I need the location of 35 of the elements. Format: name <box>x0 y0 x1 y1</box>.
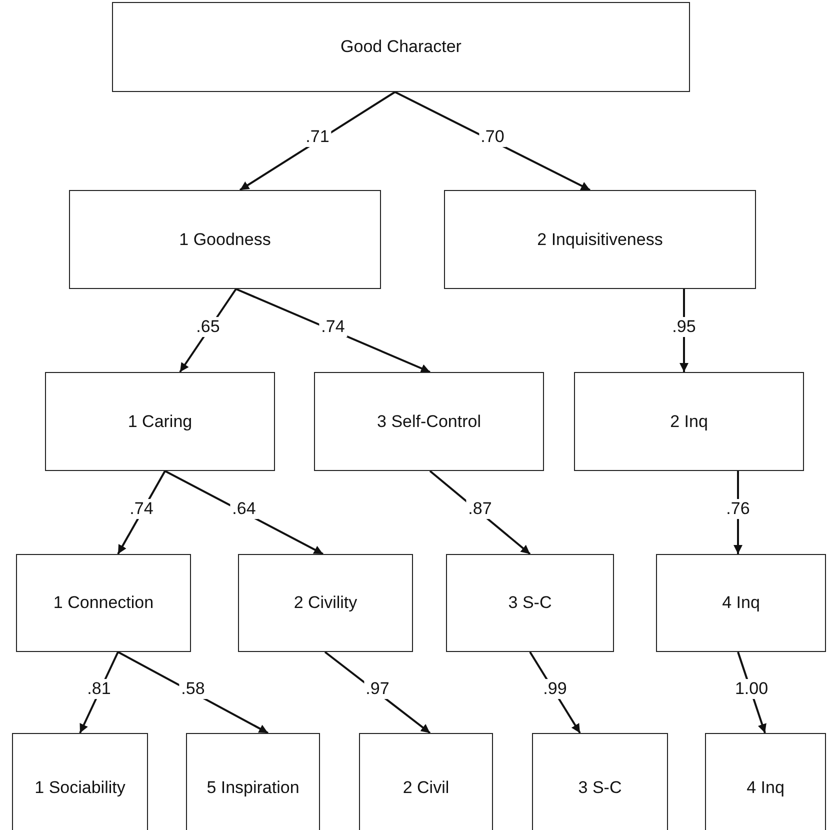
factor-box <box>574 372 804 471</box>
factor-name: 3 S-C <box>578 778 622 798</box>
factor-name: 2 Civil <box>402 778 450 798</box>
factor-box <box>444 190 756 289</box>
factor-box <box>112 2 690 92</box>
factor-name: 1 Caring <box>128 412 192 432</box>
factor-name: 4 Inq <box>722 593 760 613</box>
factor-box <box>359 733 493 830</box>
factor-name: 1 Connection <box>53 593 154 613</box>
factor-name: 5 Inspiration <box>206 778 300 798</box>
factor-name: 2 Inquisitiveness <box>537 230 663 250</box>
factor-name: 3 Self-Control <box>377 412 481 432</box>
factor-name: 1 Goodness <box>179 230 271 250</box>
factor-box <box>45 372 275 471</box>
factor-box <box>314 372 544 471</box>
factor-name: 1 Sociability <box>34 778 126 798</box>
path-coefficient: .87 <box>466 498 494 518</box>
path-coefficient: .97 <box>364 678 392 698</box>
factor-box <box>12 733 148 830</box>
factor-name: Good Character <box>340 37 462 57</box>
factor-name: 4 Inq <box>746 778 784 798</box>
factor-name: 2 Inq <box>670 412 708 432</box>
factor-name: 3 S-C <box>508 593 552 613</box>
factor-name: 2 Civility <box>294 593 358 613</box>
factor-box <box>16 554 191 652</box>
path-coefficient: .70 <box>478 127 506 147</box>
factor-box <box>656 554 826 652</box>
factor-box <box>186 733 320 830</box>
factor-box <box>532 733 668 830</box>
factor-box <box>238 554 413 652</box>
arrow <box>394 91 590 191</box>
path-coefficient: .71 <box>304 127 332 147</box>
factor-box <box>69 190 381 289</box>
factor-box <box>705 733 826 830</box>
factor-box <box>446 554 614 652</box>
